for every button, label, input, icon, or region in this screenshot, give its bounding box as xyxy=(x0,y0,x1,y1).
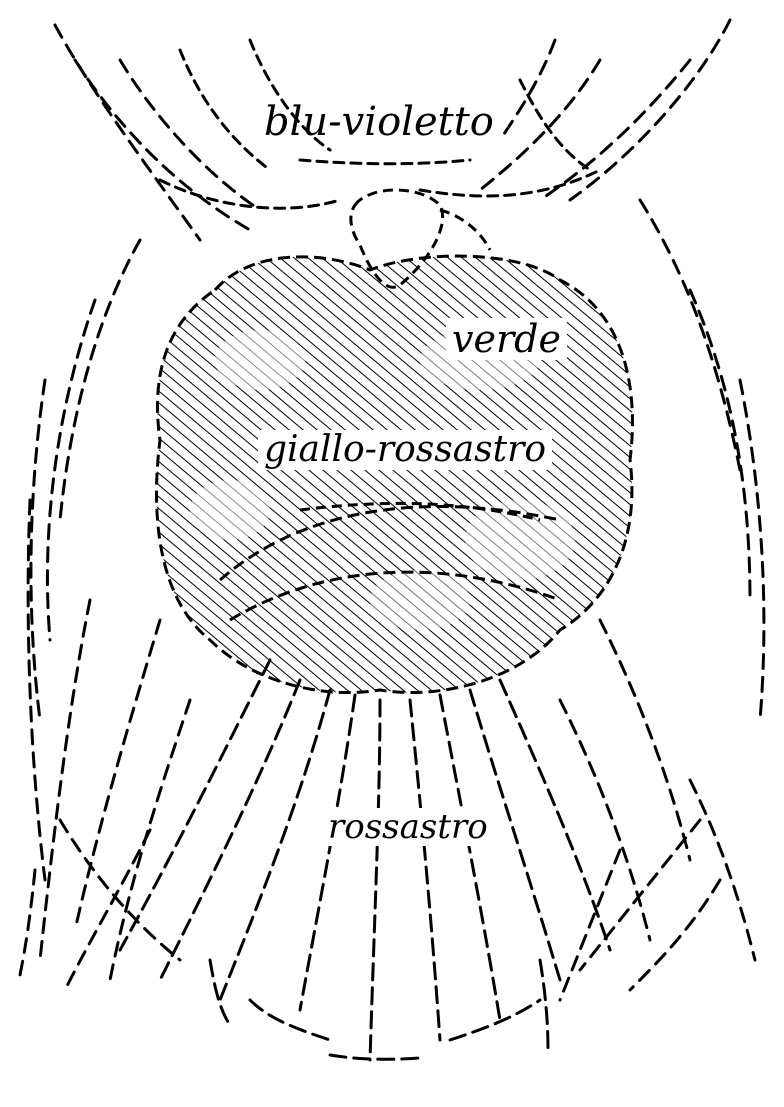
upper-petal-edge xyxy=(440,210,490,250)
label-blu-violetto: blu-violetto xyxy=(258,100,500,144)
label-rossastro: rossastro xyxy=(322,808,494,846)
label-verde: verde xyxy=(446,318,567,360)
bottom-rays xyxy=(120,660,610,1060)
label-giallo-rossastro: giallo-rossastro xyxy=(258,430,552,470)
central-blob xyxy=(140,240,660,720)
